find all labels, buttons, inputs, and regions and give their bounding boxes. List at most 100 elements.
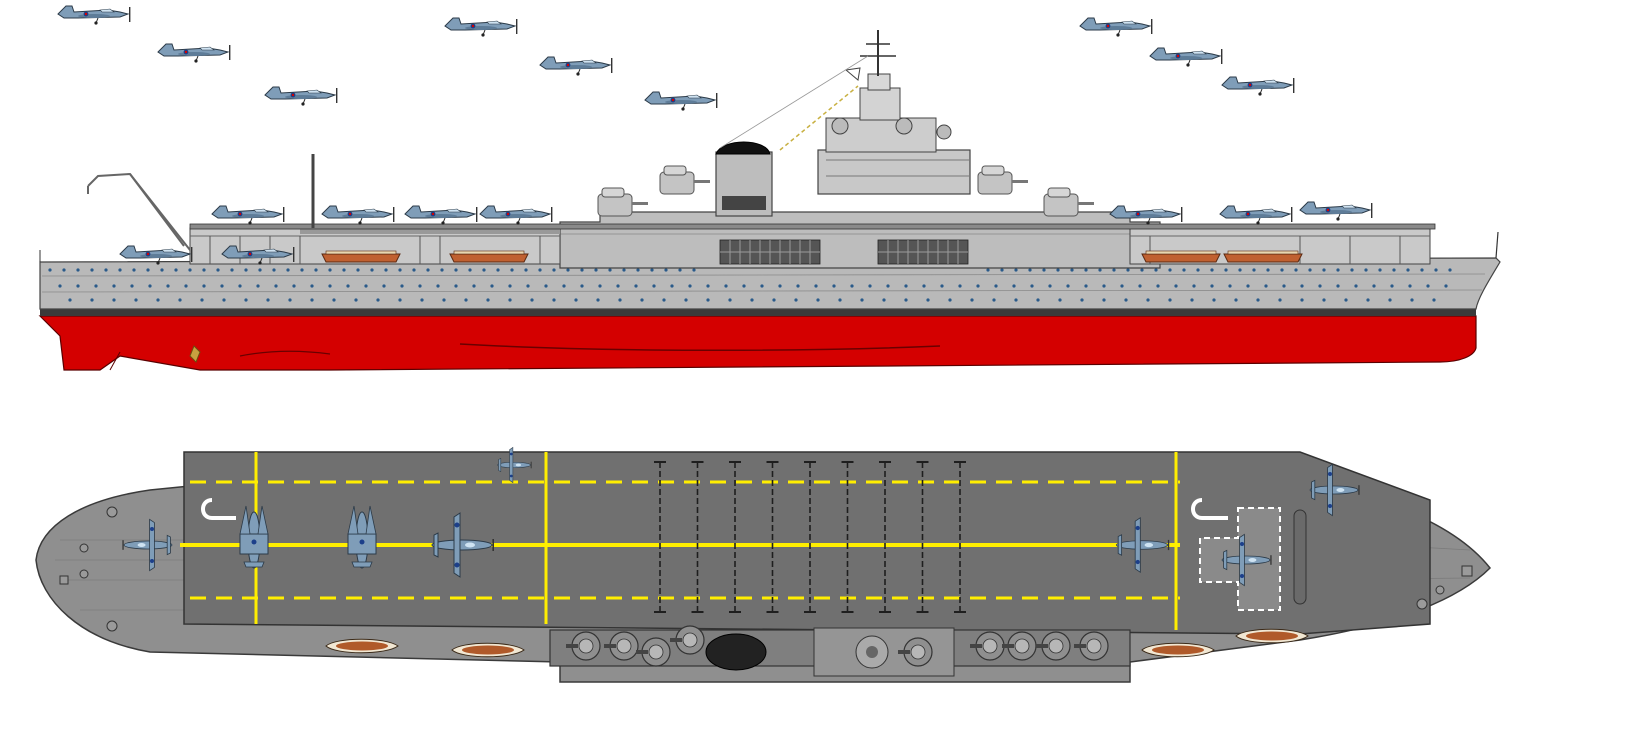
- funnel: [715, 141, 773, 217]
- arresting-wires: [654, 461, 966, 613]
- turret-side: [977, 165, 1029, 195]
- deck-markings: [180, 452, 1180, 630]
- porthole: [596, 298, 600, 302]
- porthole: [882, 298, 886, 302]
- porthole: [76, 268, 80, 272]
- porthole: [1192, 284, 1196, 288]
- porthole: [1300, 284, 1304, 288]
- flying-aircraft: [444, 17, 518, 38]
- lower-hull-red: [38, 315, 1477, 371]
- porthole: [1264, 284, 1268, 288]
- porthole: [1140, 268, 1144, 272]
- parked-aircraft: [211, 205, 285, 226]
- porthole: [266, 298, 270, 302]
- porthole: [684, 298, 688, 302]
- porthole: [132, 268, 136, 272]
- porthole: [230, 268, 234, 272]
- flying-aircraft: [264, 86, 338, 107]
- porthole: [508, 298, 512, 302]
- porthole: [760, 284, 764, 288]
- porthole: [418, 284, 422, 288]
- porthole: [940, 284, 944, 288]
- catapult-track: [1293, 509, 1307, 605]
- porthole: [678, 268, 682, 272]
- porthole: [958, 284, 962, 288]
- boat-side: [449, 250, 529, 263]
- porthole: [904, 298, 908, 302]
- porthole: [1042, 268, 1046, 272]
- porthole: [1432, 298, 1436, 302]
- porthole: [300, 268, 304, 272]
- porthole: [1278, 298, 1282, 302]
- porthole: [76, 284, 80, 288]
- porthole: [274, 284, 278, 288]
- porthole: [580, 268, 584, 272]
- porthole: [1322, 268, 1326, 272]
- porthole: [384, 268, 388, 272]
- turret-side: [659, 165, 711, 195]
- porthole: [1318, 284, 1322, 288]
- parked-aircraft: [1219, 205, 1293, 226]
- porthole: [1444, 284, 1448, 288]
- boat-top: [1141, 642, 1215, 658]
- porthole: [1000, 268, 1004, 272]
- porthole: [1426, 284, 1430, 288]
- porthole: [860, 298, 864, 302]
- porthole: [288, 298, 292, 302]
- parked-aircraft: [1299, 201, 1373, 222]
- porthole: [1256, 298, 1260, 302]
- porthole: [1336, 268, 1340, 272]
- porthole: [202, 268, 206, 272]
- porthole: [1448, 268, 1452, 272]
- porthole: [1238, 268, 1242, 272]
- porthole: [1080, 298, 1084, 302]
- funnel-top: [705, 633, 767, 671]
- porthole: [436, 284, 440, 288]
- porthole: [160, 268, 164, 272]
- porthole: [400, 284, 404, 288]
- porthole: [1012, 284, 1016, 288]
- porthole: [244, 298, 248, 302]
- porthole: [184, 284, 188, 288]
- porthole: [1102, 284, 1106, 288]
- boat-side: [1223, 250, 1303, 263]
- porthole: [1126, 268, 1130, 272]
- porthole: [1420, 268, 1424, 272]
- porthole: [1056, 268, 1060, 272]
- porthole: [490, 284, 494, 288]
- porthole: [1228, 284, 1232, 288]
- porthole: [538, 268, 542, 272]
- porthole: [526, 284, 530, 288]
- aft-crane: [87, 172, 191, 251]
- deck-fittings: [59, 506, 1473, 632]
- boat-top: [1235, 628, 1309, 644]
- porthole: [566, 268, 570, 272]
- porthole: [272, 268, 276, 272]
- porthole: [178, 298, 182, 302]
- porthole: [364, 284, 368, 288]
- porthole: [742, 284, 746, 288]
- porthole: [948, 298, 952, 302]
- waterline-stripe: [40, 309, 1476, 316]
- porthole: [112, 284, 116, 288]
- porthole: [552, 298, 556, 302]
- porthole: [310, 284, 314, 288]
- porthole: [692, 268, 696, 272]
- porthole: [544, 284, 548, 288]
- porthole: [598, 284, 602, 288]
- porthole: [1350, 268, 1354, 272]
- boat-top: [325, 638, 399, 654]
- central-superstructure: [559, 211, 1161, 269]
- porthole: [1036, 298, 1040, 302]
- porthole: [1354, 284, 1358, 288]
- porthole: [188, 268, 192, 272]
- porthole: [580, 284, 584, 288]
- porthole: [256, 284, 260, 288]
- porthole: [258, 268, 262, 272]
- porthole: [146, 268, 150, 272]
- porthole: [1066, 284, 1070, 288]
- porthole: [354, 298, 358, 302]
- porthole: [454, 284, 458, 288]
- flight-deck-edge: [189, 223, 1436, 230]
